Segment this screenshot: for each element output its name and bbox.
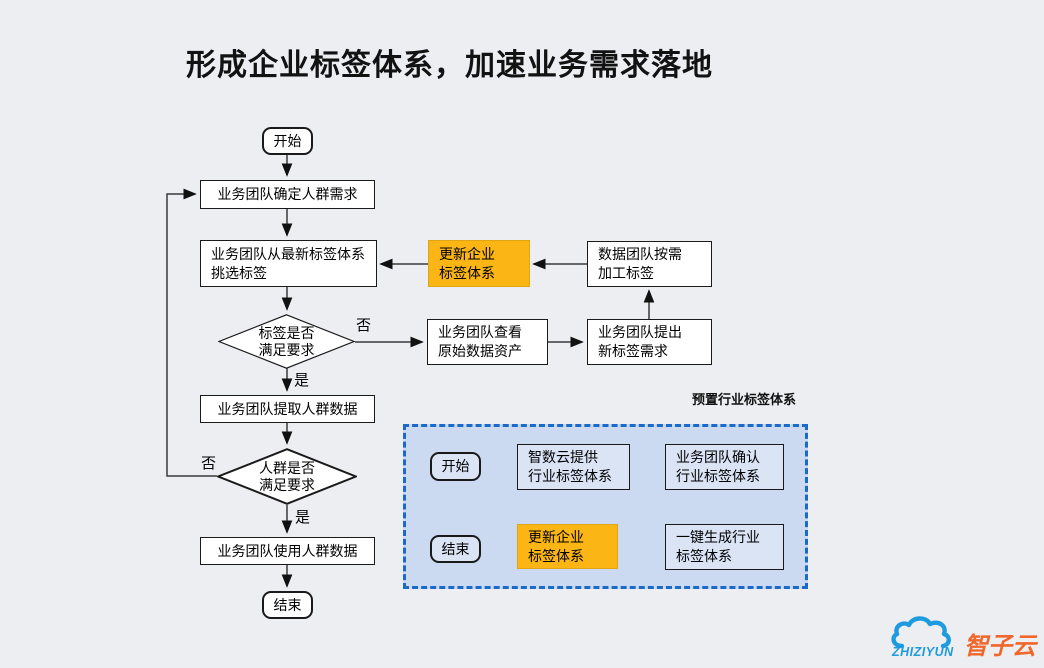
logo-latin-text: ZHIZIYUN [891,645,954,659]
confirm-label: 业务团队确认 行业标签体系 [676,449,760,484]
preset-update-system-node: 更新企业 标签体系 [517,524,618,569]
define-need-label: 业务团队确定人群需求 [217,186,358,202]
label-check-text: 标签是否 满足要求 [258,324,315,358]
crowd-check-yes: 是 [295,509,311,526]
page-title: 形成企业标签体系，加速业务需求落地 [186,49,713,82]
use-data-label: 业务团队使用人群数据 [217,542,358,559]
end-node-label: 结束 [273,596,302,613]
zhiziyun-logo: ZHIZIYUN [891,616,954,659]
use-data-node: 业务团队使用人群数据 [200,537,375,565]
confirm-node: 业务团队确认 行业标签体系 [665,444,784,490]
crowd-check-decision: 人群是否 满足要求 [217,448,357,505]
update-system-label: 更新企业 标签体系 [439,245,495,281]
pick-labels-label: 业务团队从最新标签体系 挑选标签 [211,245,365,281]
logo-chinese-text: 智子云 [964,633,1036,660]
extract-data-node: 业务团队提取人群数据 [200,395,375,423]
extract-data-label: 业务团队提取人群数据 [217,400,358,417]
diamond-shape [218,314,355,369]
propose-labels-label: 业务团队提出 新标签需求 [598,324,682,359]
provide-label: 智数云提供 行业标签体系 [528,449,612,484]
preset-end-node: 结束 [430,535,481,563]
crowd-check-text: 人群是否 满足要求 [259,459,315,493]
pick-labels-node: 业务团队从最新标签体系 挑选标签 [200,240,377,287]
label-check-decision: 标签是否 满足要求 [218,314,355,369]
preset-start-node: 开始 [430,452,481,481]
preset-update-system-label: 更新企业 标签体系 [528,528,584,564]
process-labels-label: 数据团队按需 加工标签 [598,246,682,281]
update-system-node: 更新企业 标签体系 [428,240,530,287]
start-node-label: 开始 [273,132,302,149]
label-check-no: 否 [356,317,372,334]
generate-node: 一键生成行业 标签体系 [665,524,784,570]
provide-node: 智数云提供 行业标签体系 [517,444,630,490]
process-labels-node: 数据团队按需 加工标签 [587,241,712,287]
connector-crowd-check-no-loop [166,188,217,477]
preset-region-title: 预置行业标签体系 [692,392,797,407]
define-need-node: 业务团队确定人群需求 [200,180,375,209]
crowd-check-no: 否 [201,455,217,472]
propose-labels-node: 业务团队提出 新标签需求 [587,319,712,365]
view-assets-node: 业务团队查看 原始数据资产 [427,319,548,365]
preset-end-label: 结束 [441,540,470,557]
generate-label: 一键生成行业 标签体系 [676,529,760,564]
diamond-shape [217,448,357,505]
cloud-icon [891,616,951,649]
preset-start-label: 开始 [441,458,470,474]
view-assets-label: 业务团队查看 原始数据资产 [438,324,522,359]
start-node: 开始 [262,127,313,155]
label-check-yes: 是 [294,372,310,389]
end-node: 结束 [262,591,313,619]
